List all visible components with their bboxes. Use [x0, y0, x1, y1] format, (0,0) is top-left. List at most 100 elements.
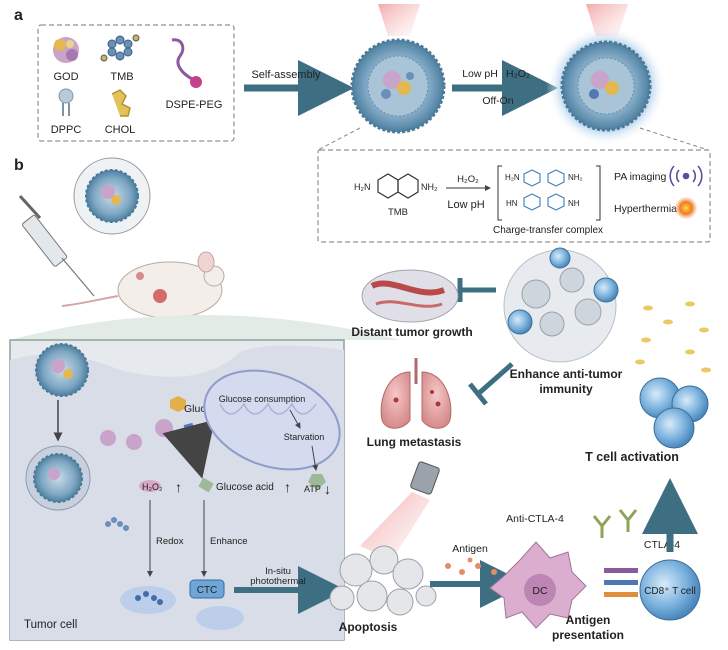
lung-icon [380, 358, 452, 429]
lung-metastasis-label: Lung metastasis [367, 435, 462, 449]
chol-label: CHOL [105, 124, 136, 136]
reaction-h2o2: H₂O₂ [457, 174, 479, 185]
tmb-molecule-icon [100, 34, 140, 62]
reaction-low-ph: Low pH [447, 199, 484, 211]
dspe-peg-chain-icon [171, 38, 195, 82]
god-released-2 [126, 434, 142, 450]
tmb-free-icon [105, 517, 129, 531]
nanoparticle-on-icon [546, 26, 666, 146]
laser-device-icon [410, 461, 440, 495]
glucose-conversion-arrow [162, 419, 215, 479]
pa-imaging-label: PA imaging [614, 171, 666, 183]
oxidized-tmb-icon [135, 591, 163, 605]
self-assembly-label: Self-assembly [251, 69, 321, 81]
mouse-icon [61, 251, 225, 319]
complex-nh-bottom: NH [568, 199, 580, 208]
apoptosis-label: Apoptosis [339, 620, 398, 634]
cd8-label: CD8⁺ T cell [644, 586, 696, 597]
complex-hn-bottom: HN [506, 199, 518, 208]
atp-down-icon: ↓ [324, 481, 331, 497]
starvation-arrow [311, 445, 319, 471]
dendritic-cell-icon [489, 541, 587, 629]
bracket-right [596, 165, 601, 221]
distant-tumor-label: Distant tumor growth [351, 325, 472, 339]
antigen-particles [445, 557, 497, 575]
cd8-t-cell-icon [639, 559, 701, 621]
tmb-h2n-left: H₂N [354, 182, 371, 192]
in-situ-label: In-situ [265, 566, 291, 577]
tmb-structure-label: TMB [388, 207, 408, 218]
ctc-glow [196, 606, 244, 630]
zoom-line-right [639, 127, 709, 151]
glucose-acid-icon [198, 477, 214, 493]
reaction-box [317, 149, 711, 243]
glucose-acid-up-icon: ↑ [284, 479, 291, 495]
atp-label: ATP [304, 484, 321, 494]
antigen-label: Antigen [452, 543, 488, 555]
low-ph-label: Low pH [462, 68, 498, 80]
enhance-immunity-label-2: immunity [539, 382, 593, 396]
photothermal-label: photothermal [250, 576, 305, 587]
dppc-label: DPPC [51, 124, 82, 136]
distant-tumor-icon [361, 269, 459, 323]
mouse-ground [10, 315, 400, 340]
dc-label: DC [532, 585, 548, 597]
consumption-arrow [289, 409, 301, 429]
injected-nanoparticle-icon [85, 169, 139, 223]
glucose-icon [170, 396, 186, 412]
ctc-label: CTC [197, 585, 218, 596]
ctc-box [189, 579, 225, 599]
off-on-label: Off-On [482, 95, 513, 107]
complex-nh2-top: NH₂ [568, 173, 583, 182]
antigen-presentation-label-1: Antigen [566, 613, 611, 627]
tmb-structure [377, 173, 419, 199]
enhance-immunity-label-1: Enhance anti-tumor [510, 367, 623, 381]
laser-beam-apoptosis [360, 492, 430, 560]
apoptotic-cells-icon [329, 545, 437, 616]
god-released-1 [100, 430, 116, 446]
syringe-icon [18, 194, 95, 297]
anti-ctla4-label: Anti-CTLA-4 [506, 513, 564, 525]
antigen-presentation-label-2: presentation [552, 628, 624, 642]
cytokine-particles [635, 301, 711, 373]
dppc-lipid-icon [58, 88, 74, 116]
god-near-glucose [155, 419, 173, 437]
inhibit-distant-tumor-arrow [457, 278, 496, 302]
h2o2-label-b: H₂O₂ [142, 482, 163, 492]
bracket-left [497, 165, 502, 221]
panel-a-letter: a [14, 7, 23, 24]
charge-transfer-label: Charge-transfer complex [493, 225, 603, 236]
charge-transfer-structure [523, 169, 565, 211]
nanoparticle-off-icon [350, 38, 446, 134]
complex-h2n-top: H₂N [505, 173, 520, 182]
glucose-acid-label: Glucose acid [216, 482, 274, 493]
god-label: GOD [53, 71, 78, 83]
redox-label: Redox [156, 536, 184, 547]
h2o2-label: H₂O₂ [506, 68, 530, 80]
laser-beam-2 [586, 4, 628, 36]
immune-cluster-icon [503, 247, 619, 363]
glucose-consumption-label: Glucose consumption [219, 394, 306, 404]
panel-b-letter: b [14, 157, 24, 174]
activated-t-cells-icon [639, 377, 709, 449]
laser-beam-1 [378, 4, 420, 36]
endosome-nanoparticle-icon [25, 445, 91, 511]
t-cell-activation-label: T cell activation [585, 450, 679, 464]
tumor-cell-label: Tumor cell [24, 619, 77, 631]
h2o2-molecule-icon [139, 480, 161, 492]
entering-nanoparticle-icon [35, 343, 89, 397]
receptor-icon [604, 568, 638, 597]
dspe-peg-label: DSPE-PEG [166, 99, 223, 111]
dspe-peg-head-icon [190, 76, 202, 88]
mitochondrion-icon [203, 369, 341, 471]
components-box [37, 24, 235, 142]
tmb-nh2-right: NH₂ [421, 182, 438, 192]
chol-molecule-icon [111, 89, 131, 117]
h2o2-up-icon: ↑ [175, 479, 182, 495]
zoom-line-left [317, 127, 361, 151]
oxidized-tmb-glow [120, 586, 176, 614]
anti-ctla4-antibody-icon [592, 509, 638, 538]
atp-icon [308, 474, 326, 490]
inhibit-lung-metastasis-arrow [468, 362, 514, 406]
